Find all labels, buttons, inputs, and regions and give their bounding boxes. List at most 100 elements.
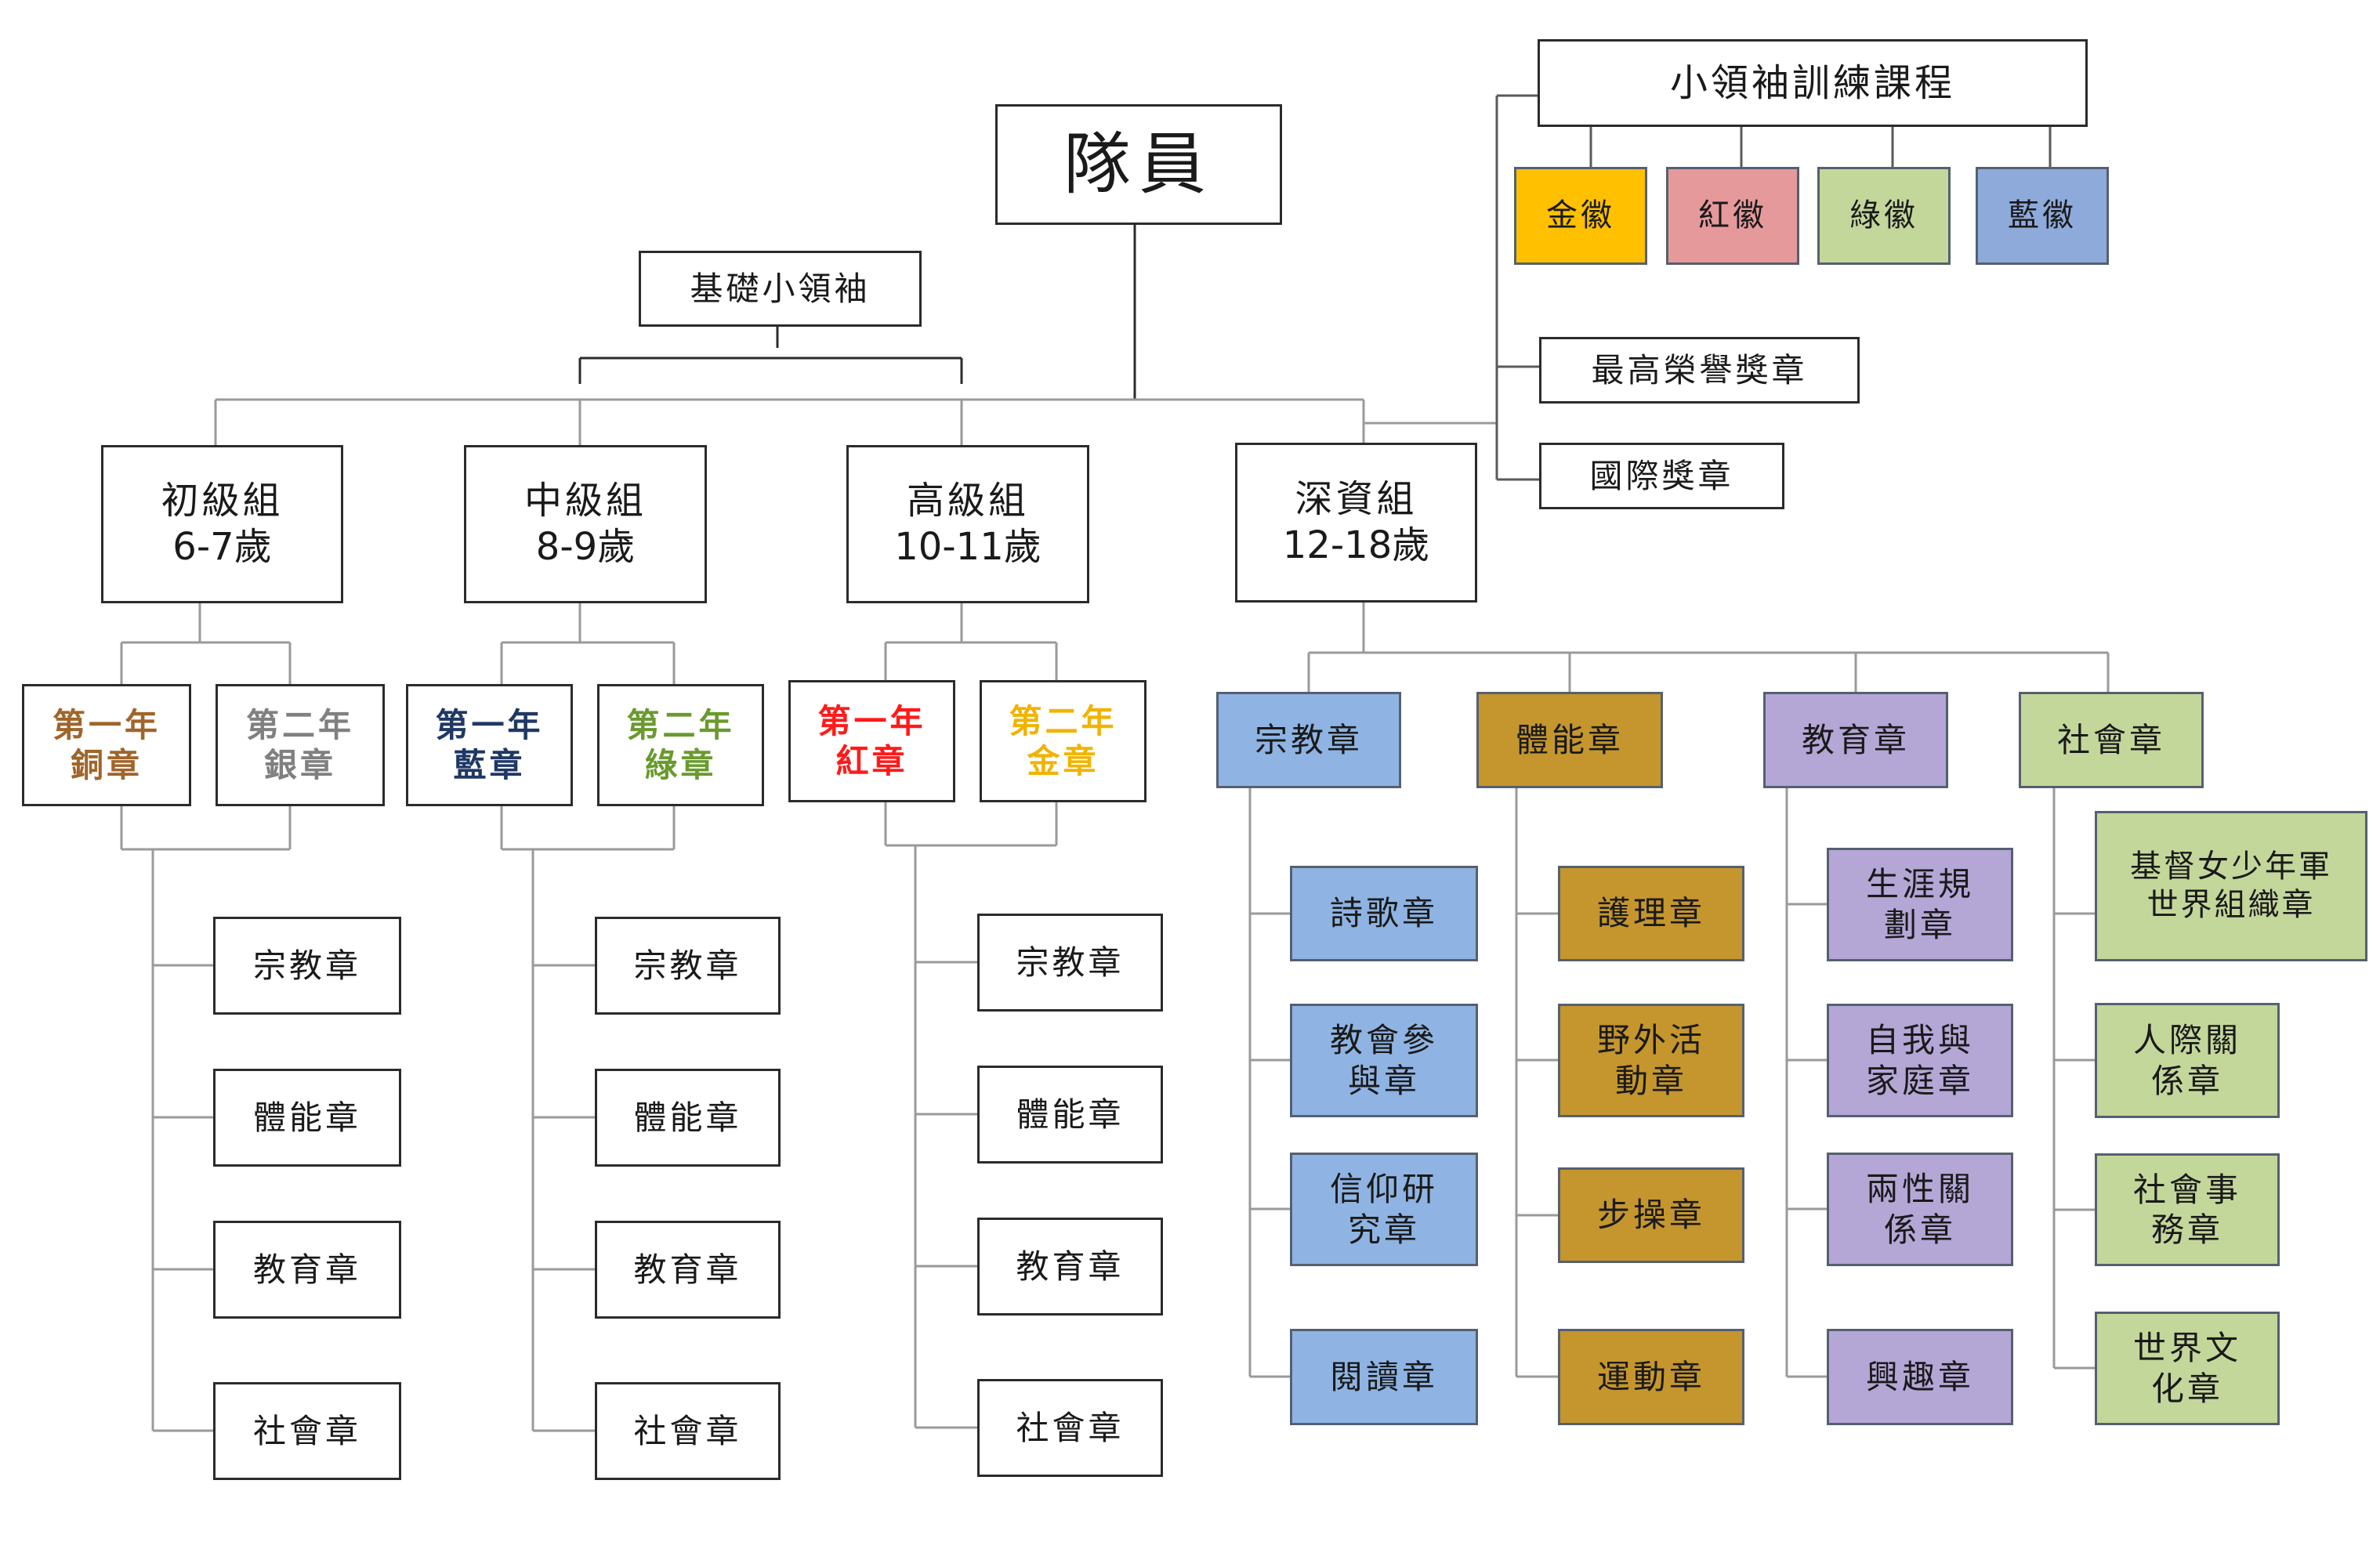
- group-name: 中級組: [523, 479, 647, 523]
- senior-group-node: 深資組 12-18歲: [1235, 443, 1477, 603]
- group-age: 12-18歲: [1282, 523, 1430, 567]
- badge-label: 教育章: [1016, 1247, 1125, 1286]
- item-label: 護理章: [1596, 894, 1705, 933]
- item-label-line1: 教會參: [1329, 1021, 1438, 1060]
- middle-badge-social: 社會章: [595, 1382, 781, 1480]
- red-badge-label: 紅徽: [1698, 197, 1767, 234]
- senior-education-item-2: 自我與 家庭章: [1827, 1004, 2013, 1117]
- senior-education-item-1: 生涯規 劃章: [1827, 848, 2013, 961]
- item-label-line1: 野外活: [1596, 1021, 1705, 1060]
- junior-badge-education: 教育章: [213, 1221, 401, 1319]
- badge-label: 宗教章: [1016, 943, 1125, 982]
- highest-award-label: 最高榮譽獎章: [1591, 350, 1808, 389]
- badge-label: 體能章: [252, 1098, 361, 1137]
- junior-badge-fitness: 體能章: [213, 1069, 401, 1167]
- badge-label: 教育章: [252, 1250, 361, 1289]
- item-label-line2: 化章: [2150, 1369, 2223, 1408]
- item-label-line2: 世界組織章: [2146, 887, 2316, 923]
- gold-badge-label: 金徽: [1546, 197, 1615, 234]
- badge-label: 宗教章: [252, 946, 361, 985]
- year-label: 第二年: [245, 705, 354, 744]
- badge-label: 社會章: [633, 1411, 742, 1450]
- item-label-line2: 劃章: [1883, 905, 1956, 944]
- senior-fitness-item-1: 護理章: [1558, 866, 1744, 961]
- senior-social-item-2: 人際關 係章: [2095, 1003, 2280, 1118]
- junior-badge-social: 社會章: [213, 1382, 401, 1480]
- category-label: 體能章: [1515, 720, 1624, 759]
- middle-badge-religion: 宗教章: [595, 917, 781, 1015]
- year-label: 第一年: [817, 701, 926, 740]
- middle-group-node: 中級組 8-9歲: [464, 445, 707, 603]
- item-label-line1: 人際關: [2132, 1021, 2241, 1060]
- badge-label: 體能章: [1016, 1095, 1125, 1134]
- junior-year2-node: 第二年 銀章: [216, 684, 385, 806]
- senior-religion-item-1: 詩歌章: [1290, 866, 1478, 961]
- item-label-line1: 自我與: [1865, 1021, 1974, 1060]
- root-label: 隊員: [1063, 125, 1214, 204]
- middle-year2-node: 第二年 綠章: [597, 684, 764, 806]
- category-label: 社會章: [2056, 720, 2165, 759]
- item-label-line1: 基督女少年軍: [2130, 849, 2332, 885]
- badge-label: 社會章: [252, 1411, 361, 1450]
- item-label-line1: 世界文: [2132, 1329, 2241, 1368]
- medal-label: 藍章: [453, 746, 526, 784]
- leadership-course-label: 小領袖訓練課程: [1669, 60, 1955, 105]
- leadership-course-node: 小領袖訓練課程: [1538, 39, 2088, 127]
- middle-badge-fitness: 體能章: [595, 1069, 781, 1167]
- badge-label: 體能章: [633, 1098, 742, 1137]
- senior-religion-item-4: 閱讀章: [1290, 1329, 1478, 1425]
- group-name: 深資組: [1295, 477, 1418, 522]
- senior-social-item-3: 社會事 務章: [2095, 1153, 2280, 1266]
- blue-badge-node: 藍徽: [1976, 167, 2109, 265]
- senior-middle-badge-education: 教育章: [977, 1218, 1163, 1316]
- senior-category-education: 教育章: [1763, 692, 1948, 788]
- category-label: 宗教章: [1254, 720, 1363, 759]
- item-label: 運動章: [1596, 1357, 1705, 1396]
- senior-fitness-item-3: 步操章: [1558, 1167, 1744, 1263]
- item-label: 興趣章: [1865, 1357, 1974, 1396]
- badge-label: 宗教章: [633, 946, 742, 985]
- junior-year1-node: 第一年 銅章: [22, 684, 191, 806]
- year-label: 第一年: [435, 705, 544, 744]
- item-label-line2: 動章: [1614, 1061, 1687, 1100]
- senior-category-religion: 宗教章: [1216, 692, 1401, 788]
- senior-religion-item-2: 教會參 與章: [1290, 1004, 1478, 1117]
- senior-middle-badge-social: 社會章: [977, 1379, 1163, 1477]
- middle-year1-node: 第一年 藍章: [406, 684, 573, 806]
- medal-label: 綠章: [644, 746, 717, 784]
- senior-middle-year1-node: 第一年 紅章: [788, 680, 955, 802]
- senior-education-item-4: 興趣章: [1827, 1329, 2013, 1425]
- senior-fitness-item-2: 野外活 動章: [1558, 1004, 1744, 1117]
- middle-badge-education: 教育章: [595, 1221, 781, 1319]
- item-label-line2: 與章: [1347, 1061, 1420, 1100]
- item-label-line1: 社會事: [2132, 1170, 2241, 1209]
- item-label-line2: 務章: [2150, 1211, 2223, 1249]
- senior-social-item-1: 基督女少年軍 世界組織章: [2095, 811, 2367, 961]
- item-label-line1: 生涯規: [1865, 865, 1974, 904]
- senior-middle-badge-religion: 宗教章: [977, 914, 1163, 1012]
- international-award-label: 國際獎章: [1589, 456, 1734, 495]
- item-label-line2: 係章: [1883, 1210, 1956, 1249]
- year-label: 第二年: [626, 705, 735, 744]
- senior-middle-badge-fitness: 體能章: [977, 1066, 1163, 1164]
- item-label: 步操章: [1596, 1196, 1705, 1235]
- medal-label: 紅章: [835, 742, 908, 780]
- group-name: 高級組: [906, 479, 1029, 523]
- item-label-line1: 信仰研: [1329, 1170, 1438, 1209]
- item-label-line1: 兩性關: [1865, 1170, 1974, 1209]
- item-label-line2: 家庭章: [1865, 1061, 1974, 1100]
- group-age: 6-7歲: [172, 525, 272, 569]
- group-age: 8-9歲: [535, 525, 636, 569]
- item-label: 詩歌章: [1329, 894, 1438, 933]
- basic-leader-node: 基礎小領袖: [639, 251, 922, 327]
- red-badge-node: 紅徽: [1666, 167, 1799, 265]
- item-label: 閱讀章: [1329, 1357, 1438, 1396]
- medal-label: 金章: [1027, 742, 1099, 780]
- group-name: 初級組: [161, 479, 284, 523]
- group-age: 10-11歲: [894, 525, 1041, 569]
- senior-category-fitness: 體能章: [1476, 692, 1663, 788]
- senior-middle-year2-node: 第二年 金章: [980, 680, 1147, 802]
- international-award-node: 國際獎章: [1539, 443, 1784, 509]
